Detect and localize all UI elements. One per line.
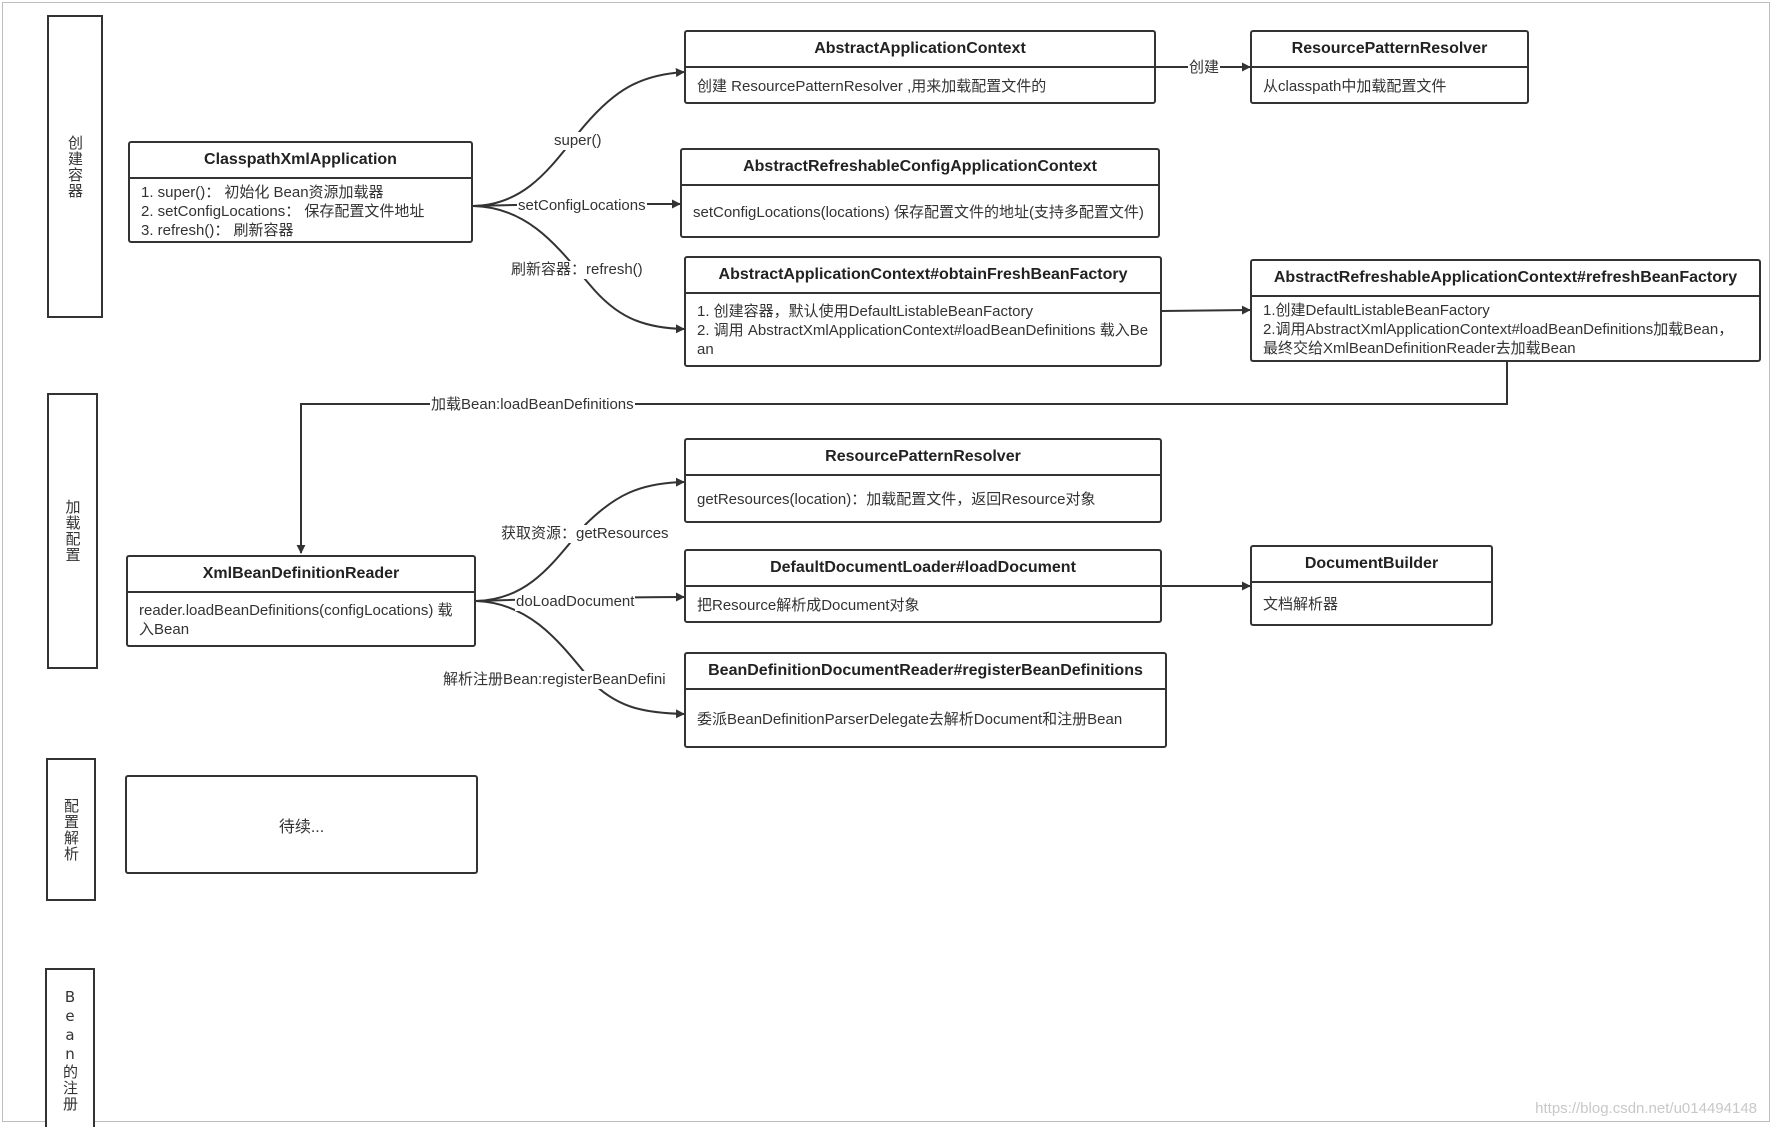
- edge-load-bean: [296, 362, 1508, 554]
- node-bean-definition-document-reader[interactable]: BeanDefinitionDocumentReader#registerBea…: [684, 652, 1167, 748]
- edge-register: [475, 600, 685, 719]
- node-line: 创建 ResourcePatternResolver ,用来加载配置文件的: [697, 77, 1047, 95]
- node-body: 1.创建DefaultListableBeanFactory 2.调用Abstr…: [1252, 297, 1759, 360]
- node-title: XmlBeanDefinitionReader: [128, 557, 474, 593]
- node-abstract-application-context[interactable]: AbstractApplicationContext 创建 ResourcePa…: [684, 30, 1156, 104]
- node-body: 委派BeanDefinitionParserDelegate去解析Documen…: [686, 690, 1165, 746]
- node-title: ResourcePatternResolver: [686, 440, 1160, 476]
- edge-label-do-load: doLoadDocument: [515, 593, 636, 611]
- node-document-builder[interactable]: DocumentBuilder 文档解析器: [1250, 545, 1493, 626]
- node-line: getResources(location)：加载配置文件，返回Resource…: [697, 491, 1096, 508]
- node-body: 创建 ResourcePatternResolver ,用来加载配置文件的: [686, 68, 1154, 102]
- edge-label-register: 解析注册Bean:registerBeanDefini: [442, 671, 667, 689]
- edge-obtain-to-refresh: [1161, 305, 1251, 315]
- lane-load-config: 加载配置: [47, 393, 98, 669]
- lane-label: 加载配置: [63, 499, 82, 563]
- edge-label-refresh: 刷新容器：refresh(): [510, 261, 644, 279]
- node-line: setConfigLocations(locations) 保存配置文件的地址(…: [693, 203, 1144, 221]
- node-title: DocumentBuilder: [1252, 547, 1491, 583]
- lane-label: 配置解析: [62, 797, 80, 862]
- node-line: 2.调用AbstractXmlApplicationContext#loadBe…: [1263, 321, 1734, 357]
- watermark: https://blog.csdn.net/u014494148: [1535, 1100, 1757, 1117]
- node-to-be-continued[interactable]: 待续...: [125, 775, 478, 874]
- node-text: 待续...: [278, 818, 325, 836]
- lane-label: 创建容器: [66, 134, 84, 199]
- node-refresh-bean-factory[interactable]: AbstractRefreshableApplicationContext#re…: [1250, 259, 1761, 362]
- node-line: 3. refresh()： 刷新容器: [141, 221, 294, 239]
- node-title: ClasspathXmlApplication: [130, 143, 471, 179]
- node-body: 从classpath中加载配置文件: [1252, 68, 1527, 102]
- node-title: ResourcePatternResolver: [1252, 32, 1527, 68]
- edge-super: [472, 68, 685, 207]
- node-xml-bean-definition-reader[interactable]: XmlBeanDefinitionReader reader.loadBeanD…: [126, 555, 476, 647]
- edge-label-create: 创建: [1188, 59, 1221, 77]
- node-line: 2. setConfigLocations： 保存配置文件地址: [141, 202, 425, 220]
- node-body: 把Resource解析成Document对象: [686, 587, 1160, 621]
- node-title: AbstractRefreshableApplicationContext#re…: [1252, 261, 1759, 297]
- node-resource-pattern-resolver-top[interactable]: ResourcePatternResolver 从classpath中加载配置文…: [1250, 30, 1529, 104]
- node-line: 从classpath中加载配置文件: [1263, 77, 1447, 95]
- node-body: getResources(location)：加载配置文件，返回Resource…: [686, 476, 1160, 521]
- node-line: reader.loadBeanDefinitions(configLocatio…: [139, 602, 453, 638]
- node-title: AbstractRefreshableConfigApplicationCont…: [682, 150, 1158, 186]
- edge-refresh: [472, 205, 685, 334]
- node-line: 1.创建DefaultListableBeanFactory: [1263, 302, 1490, 319]
- node-obtain-fresh-bean-factory[interactable]: AbstractApplicationContext#obtainFreshBe…: [684, 256, 1162, 367]
- node-default-document-loader[interactable]: DefaultDocumentLoader#loadDocument 把Reso…: [684, 549, 1162, 623]
- node-resource-pattern-resolver-mid[interactable]: ResourcePatternResolver getResources(loc…: [684, 438, 1162, 523]
- node-title: AbstractApplicationContext#obtainFreshBe…: [686, 258, 1160, 294]
- node-line: 委派BeanDefinitionParserDelegate去解析Documen…: [697, 710, 1123, 728]
- edge-label-load-bean: 加载Bean:loadBeanDefinitions: [430, 396, 635, 414]
- node-line: 文档解析器: [1263, 596, 1339, 613]
- lane-bean-register: Bean的注册: [45, 968, 95, 1127]
- node-body: setConfigLocations(locations) 保存配置文件的地址(…: [682, 186, 1158, 236]
- node-title: AbstractApplicationContext: [686, 32, 1154, 68]
- edge-label-get-resources: 获取资源：getResources: [500, 525, 670, 543]
- lane-label: Bean的注册: [61, 988, 79, 1112]
- node-line: 把Resource解析成Document对象: [697, 596, 920, 614]
- node-classpath-xml-application[interactable]: ClasspathXmlApplication 1. super()： 初始化 …: [128, 141, 473, 243]
- edge-label-super: super(): [553, 132, 603, 150]
- node-title: DefaultDocumentLoader#loadDocument: [686, 551, 1160, 587]
- edge-label-set-config: setConfigLocations: [517, 197, 647, 215]
- node-line: 1. super()： 初始化 Bean资源加载器: [141, 183, 384, 201]
- node-body: 文档解析器: [1252, 583, 1491, 624]
- node-line: 2. 调用 AbstractXmlApplicationContext#load…: [697, 322, 1149, 358]
- lane-create-container: 创建容器: [47, 15, 103, 318]
- node-title: BeanDefinitionDocumentReader#registerBea…: [686, 654, 1165, 690]
- node-body: reader.loadBeanDefinitions(configLocatio…: [128, 593, 474, 645]
- node-body: 1. 创建容器，默认使用DefaultListableBeanFactory 2…: [686, 294, 1160, 365]
- node-line: 1. 创建容器，默认使用DefaultListableBeanFactory: [697, 303, 1033, 320]
- node-body: 1. super()： 初始化 Bean资源加载器 2. setConfigLo…: [130, 179, 471, 241]
- node-abstract-refreshable-config-app-context[interactable]: AbstractRefreshableConfigApplicationCont…: [680, 148, 1160, 238]
- lane-config-parse: 配置解析: [46, 758, 96, 901]
